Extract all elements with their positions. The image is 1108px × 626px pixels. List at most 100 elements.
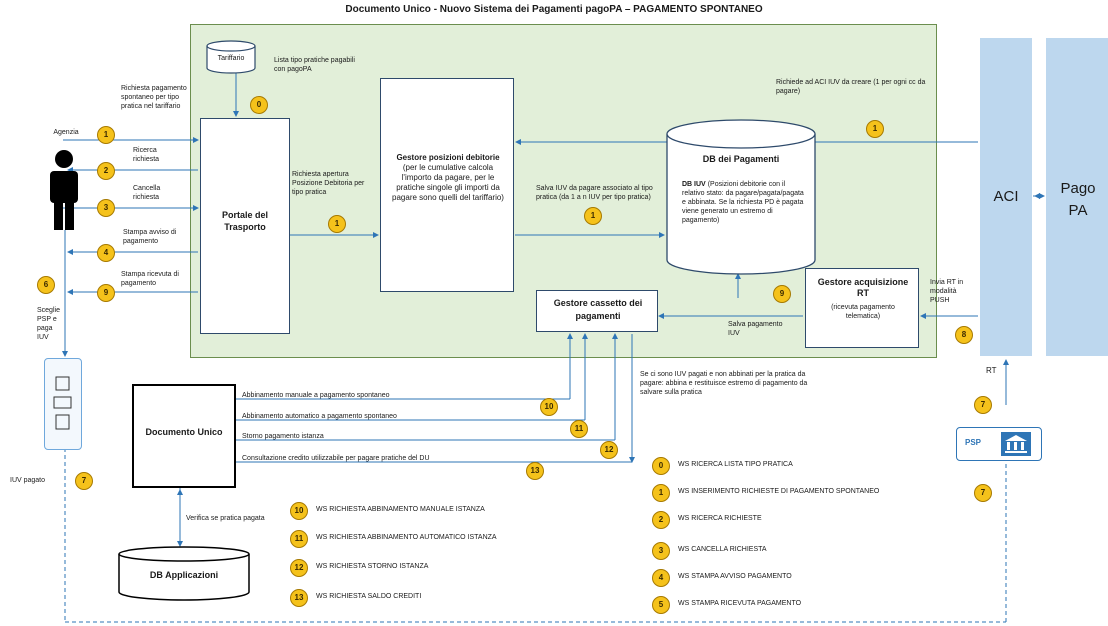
lista-tipo-label: Lista tipo pratiche pagabili con pagoPA [274, 57, 355, 73]
legend-badge: 3 [652, 542, 670, 560]
badge-5-ricevuta: 9 [97, 284, 115, 302]
legend-right-0: 0 WS RICERCA LISTA TIPO PRATICA [652, 457, 952, 475]
gestore-posizioni-title: Gestore posizioni debitorie [396, 153, 500, 162]
db-applicazioni-label: DB Applicazioni [149, 570, 219, 580]
legend-right-4: 4 WS STAMPA AVVISO PAGAMENTO [652, 569, 952, 587]
db-pagamenti-body: (Posizioni debitorie con il relativo sta… [682, 181, 804, 224]
ricerca-richiesta-label: Ricerca richiesta [133, 147, 160, 163]
rt-label: RT [986, 366, 997, 375]
gestore-cassetto-box: Gestore cassetto dei pagamenti [536, 290, 658, 332]
portale-trasporto-label: Portale del Trasporto [221, 210, 268, 232]
badge-7-iuv: 7 [75, 472, 93, 490]
legend-text: WS STAMPA RICEVUTA PAGAMENTO [678, 600, 802, 607]
richiesta-spontaneo-label: Richiesta pagamento spontaneo per tipo p… [121, 85, 187, 110]
device-icon [44, 358, 82, 450]
badge-13-consultazione: 13 [526, 462, 544, 480]
legend-right-1: 1 WS INSERIMENTO RICHIESTE DI PAGAMENTO … [652, 484, 952, 502]
portale-trasporto-box: Portale del Trasporto [200, 118, 290, 334]
legend-badge: 13 [290, 589, 308, 607]
legend-text: WS RICHIESTA ABBINAMENTO AUTOMATICO ISTA… [316, 534, 497, 541]
legend-right-5: 5 WS STAMPA RICEVUTA PAGAMENTO [652, 596, 952, 614]
legend-badge: 4 [652, 569, 670, 587]
invia-rt-label: Invia RT in modalità PUSH [930, 279, 964, 304]
verifica-label: Verifica se pratica pagata [186, 515, 265, 522]
db-pagamenti-title: DB dei Pagamenti [702, 154, 780, 164]
consultazione-label: Consultazione credito utilizzabile per p… [242, 455, 430, 462]
badge-1-aci: 1 [866, 120, 884, 138]
legend-badge: 2 [652, 511, 670, 529]
badge-10-manuale: 10 [540, 398, 558, 416]
badge-1-richiesta: 1 [97, 126, 115, 144]
legend-badge: 12 [290, 559, 308, 577]
legend-text: WS RICERCA RICHIESTE [678, 515, 762, 522]
abb-automatico-label: Abbinamento automatico a pagamento spont… [242, 413, 397, 420]
badge-1-apertura: 1 [328, 215, 346, 233]
legend-text: WS RICHIESTA ABBINAMENTO MANUALE ISTANZA [316, 506, 485, 513]
db-applicazioni: DB Applicazioni [118, 546, 250, 602]
badge-9-db: 9 [773, 285, 791, 303]
richieste-aci-label: Richiede ad ACI IUV da creare (1 per ogn… [776, 79, 926, 95]
sceglie-psp-label: Sceglie PSP e paga IUV [37, 307, 60, 341]
psp-label: PSP [965, 438, 982, 447]
abb-manuale-label: Abbinamento manuale a pagamento spontane… [242, 392, 390, 399]
legend-text: WS RICERCA LISTA TIPO PRATICA [678, 461, 793, 468]
db-iuv-label: DB IUV [682, 181, 706, 188]
stampa-avviso-label: Stampa avviso di pagamento [123, 229, 177, 245]
legend-badge: 0 [652, 457, 670, 475]
legend-left-10: 10 WS RICHIESTA ABBINAMENTO MANUALE ISTA… [290, 502, 610, 520]
salva-pagamento-label: Salva pagamento IUV [728, 321, 783, 337]
cancella-richiesta-label: Cancella richiesta [133, 185, 161, 201]
badge-1-salva: 1 [584, 207, 602, 225]
stampa-ricevuta-label: Stampa ricevuta di pagamento [121, 271, 179, 287]
gestore-cassetto-label: Gestore cassetto dei pagamenti [553, 298, 643, 321]
legend-badge: 1 [652, 484, 670, 502]
legend-badge: 10 [290, 502, 308, 520]
badge-2-ricerca: 2 [97, 162, 115, 180]
documento-unico-label: Documento Unico [145, 427, 223, 437]
gestore-rt-box: Gestore acquisizione RT (ricevuta pagame… [805, 268, 919, 348]
badge-6-app: 6 [37, 276, 55, 294]
aci-label: ACI [993, 188, 1019, 205]
legend-text: WS RICHIESTA STORNO ISTANZA [316, 563, 429, 570]
gestore-posizioni-body: (per le cumulative calcola l'importo da … [392, 163, 504, 202]
gestore-rt-title: Gestore acquisizione RT [817, 277, 909, 298]
bank-icon [1001, 432, 1031, 456]
documento-unico-box: Documento Unico [132, 384, 236, 488]
legend-right-3: 3 WS CANCELLA RICHIESTA [652, 542, 952, 560]
db-pagamenti: DB dei Pagamenti DB IUV (Posizioni debit… [666, 118, 816, 276]
storno-label: Storno pagamento istanza [242, 433, 324, 440]
badge-4-avviso: 4 [97, 244, 115, 262]
aci-panel [980, 38, 1032, 356]
page-title: Documento Unico - Nuovo Sistema dei Paga… [345, 4, 763, 15]
legend-text: WS INSERIMENTO RICHIESTE DI PAGAMENTO SP… [678, 488, 880, 495]
iuv-non-abbinati-label: Se ci sono IUV pagati e non abbinati per… [640, 371, 808, 396]
gestore-posizioni-box: Gestore posizioni debitorie (per le cumu… [380, 78, 514, 292]
pagopa-panel [1046, 38, 1108, 356]
salva-iuv-label: Salva IUV da pagare associato al tipo pr… [536, 185, 653, 201]
legend-left-13: 13 WS RICHIESTA SALDO CREDITI [290, 589, 610, 607]
badge-7-psp: 7 [974, 484, 992, 502]
legend-badge: 5 [652, 596, 670, 614]
tariffario-label: Tariffario [217, 55, 245, 62]
badge-7-rt: 7 [974, 396, 992, 414]
badge-8-rt: 8 [955, 326, 973, 344]
badge-3-cancella: 3 [97, 199, 115, 217]
legend-text: WS STAMPA AVVISO PAGAMENTO [678, 573, 792, 580]
tariffario-db: Tariffario [206, 40, 256, 74]
legend-text: WS RICHIESTA SALDO CREDITI [316, 593, 422, 600]
legend-badge: 11 [290, 530, 308, 548]
badge-12-storno: 12 [600, 441, 618, 459]
agenzia-label: Agenzia [53, 129, 79, 136]
iuv-pagato-label: IUV pagato [10, 477, 46, 484]
pagopa-label: Pago PA [1060, 180, 1096, 219]
gestore-rt-body: (ricevuta pagamento telematica) [831, 304, 895, 320]
legend-left-12: 12 WS RICHIESTA STORNO ISTANZA [290, 559, 610, 577]
legend-right-2: 2 WS RICERCA RICHIESTE [652, 511, 952, 529]
psp-box: PSP [956, 427, 1042, 461]
legend-left-11: 11 WS RICHIESTA ABBINAMENTO AUTOMATICO I… [290, 530, 610, 548]
badge-11-automatico: 11 [570, 420, 588, 438]
legend-text: WS CANCELLA RICHIESTA [678, 546, 767, 553]
richiesta-apertura-label: Richiesta apertura Posizione Debitoria p… [292, 171, 365, 196]
